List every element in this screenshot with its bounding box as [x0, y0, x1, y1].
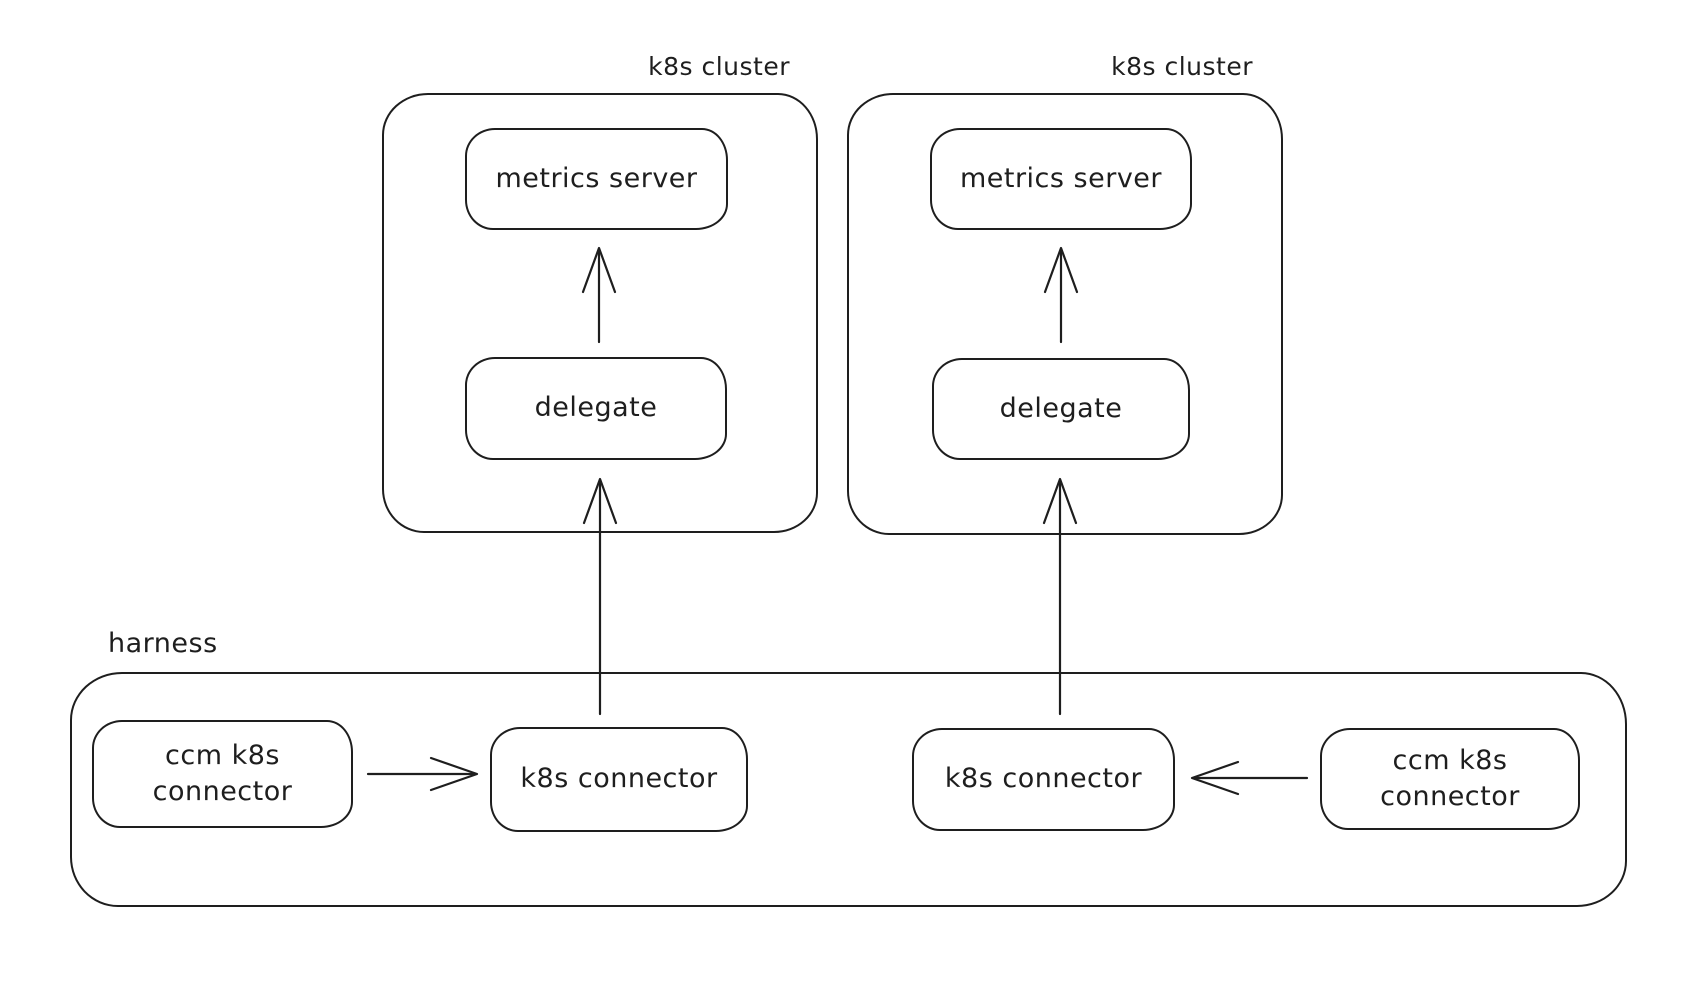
node-ccm-k8s-connector-right-label: ccm k8s connector	[1380, 744, 1520, 812]
harness-container	[70, 672, 1627, 907]
node-metrics-server-right: metrics server	[930, 128, 1192, 230]
node-k8s-connector-right-label: k8s connector	[944, 763, 1143, 795]
node-delegate-right: delegate	[932, 358, 1190, 460]
node-metrics-server-left: metrics server	[465, 128, 728, 230]
node-delegate-left-label: delegate	[534, 392, 658, 424]
cluster-right	[847, 93, 1283, 535]
node-k8s-connector-left-label: k8s connector	[520, 763, 718, 795]
node-ccm-k8s-connector-left-label: ccm k8s connector	[152, 739, 293, 807]
node-k8s-connector-right: k8s connector	[912, 728, 1175, 831]
node-delegate-left: delegate	[465, 357, 727, 460]
node-ccm-k8s-connector-right: ccm k8s connector	[1320, 728, 1580, 830]
cluster-right-label: k8s cluster	[1111, 52, 1253, 81]
cluster-left-label: k8s cluster	[648, 52, 790, 81]
node-ccm-k8s-connector-left: ccm k8s connector	[92, 720, 353, 828]
node-metrics-server-right-label: metrics server	[959, 162, 1163, 194]
node-k8s-connector-left: k8s connector	[490, 727, 748, 832]
node-delegate-right-label: delegate	[999, 392, 1123, 424]
harness-label: harness	[108, 628, 218, 659]
node-metrics-server-left-label: metrics server	[495, 162, 698, 194]
